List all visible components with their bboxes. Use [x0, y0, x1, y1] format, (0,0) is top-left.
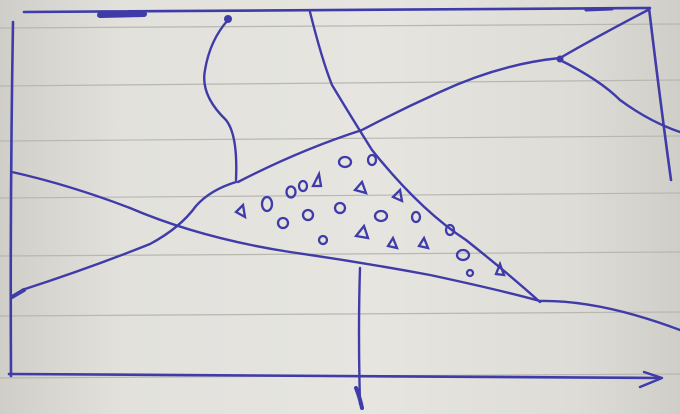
deposit-mark [313, 174, 321, 186]
frame-left-edge [11, 22, 13, 376]
deposit-mark [375, 211, 387, 221]
deposit-mark [335, 203, 345, 213]
frame-top-edge [24, 8, 650, 12]
bottom-vertical-tail [356, 388, 362, 408]
left-vertical-curve [204, 20, 236, 180]
left-arrowhead [12, 290, 24, 297]
frame-top-right-tick [586, 9, 612, 10]
dotted-triangle-region [236, 155, 504, 276]
deposit-mark [299, 181, 307, 191]
rule-line [0, 252, 680, 256]
deposit-mark [236, 205, 245, 217]
deposit-mark [419, 238, 428, 248]
bottom-vertical-line [359, 268, 360, 404]
deposit-mark [319, 236, 327, 244]
deposit-mark [356, 226, 368, 238]
upper-right-line [238, 10, 648, 182]
rule-line [0, 312, 680, 316]
deposit-mark [467, 270, 473, 276]
frame-right-edge [649, 8, 671, 180]
frame-top-left-tick [100, 14, 144, 15]
deposit-mark [457, 250, 469, 260]
left-vertical-curve-dot [224, 15, 232, 23]
deposit-mark [412, 212, 420, 222]
deposit-mark [368, 155, 376, 165]
deposit-mark [339, 157, 351, 167]
notebook-rule-lines [0, 24, 680, 378]
rule-line [0, 24, 680, 28]
deposit-mark [388, 238, 397, 248]
rule-line [0, 80, 680, 86]
deposit-mark [278, 218, 288, 228]
deposit-mark [262, 197, 272, 211]
deposit-mark [355, 182, 366, 193]
deposit-mark [303, 210, 313, 220]
